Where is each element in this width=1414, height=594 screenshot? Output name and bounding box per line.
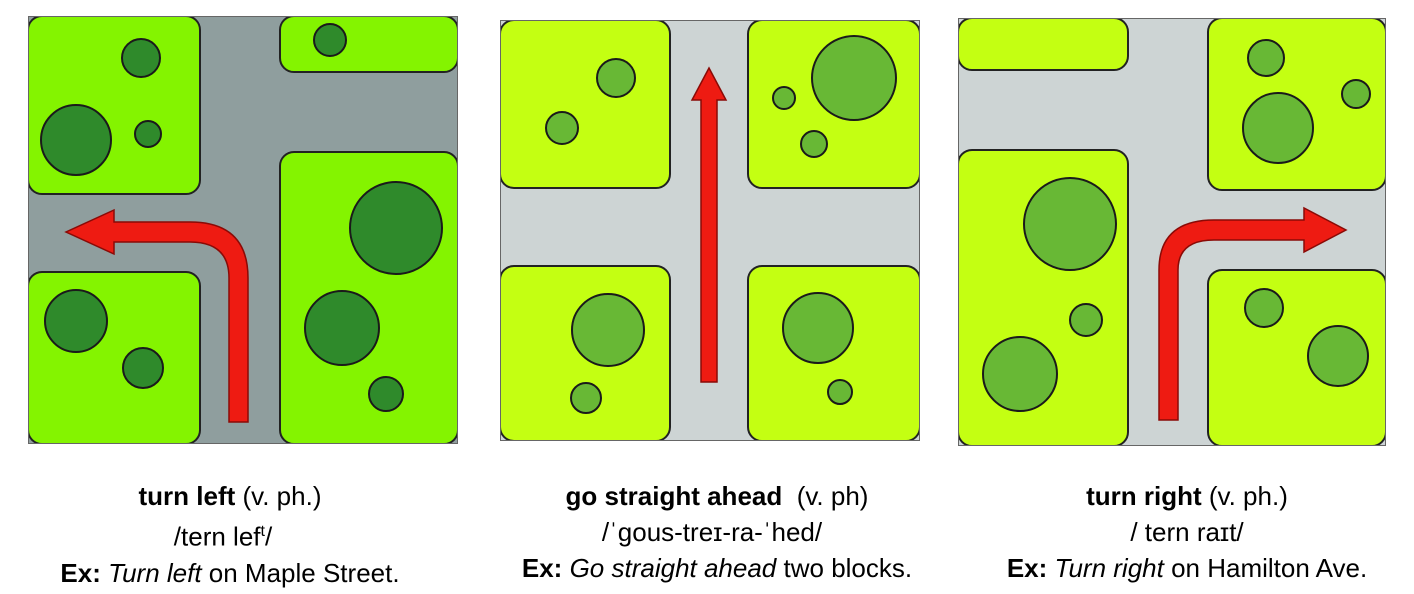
turn-right-caption: turn right (v. ph.) / tern raɪt/ Ex: Tur…	[964, 478, 1410, 586]
go-straight-illustration	[500, 20, 920, 441]
tree	[1023, 177, 1117, 271]
example-label: Ex:	[60, 557, 101, 588]
example-sentence: Ex: Turn left on Maple Street.	[20, 555, 440, 591]
tree	[349, 181, 443, 275]
tree	[811, 35, 897, 121]
term: go straight ahead	[565, 481, 783, 511]
tree	[121, 38, 161, 78]
turn-right-illustration	[958, 18, 1386, 446]
part-of-speech: (v. ph)	[782, 481, 869, 511]
part-of-speech: (v. ph.)	[1201, 481, 1288, 511]
go-straight-caption: go straight ahead (v. ph) /ˈgous-treɪ-ra…	[482, 478, 952, 586]
grass-block	[500, 20, 671, 189]
example-phrase: Turn right	[1054, 553, 1164, 583]
term: turn right	[1086, 481, 1202, 511]
tree	[1341, 79, 1371, 109]
tree	[44, 289, 108, 353]
example-rest: on Maple Street.	[201, 557, 400, 588]
grass-block	[28, 271, 201, 444]
example-label: Ex:	[521, 553, 563, 583]
straight-arrow	[690, 66, 728, 383]
tree	[782, 292, 854, 364]
term: turn left	[138, 481, 236, 511]
tree	[570, 382, 602, 414]
example-phrase: Turn left	[108, 557, 202, 588]
tree	[800, 130, 828, 158]
pronunciation: /ˈgous-treɪ-ra-ˈhed/	[601, 517, 823, 547]
example-rest: on Hamilton Ave.	[1163, 553, 1368, 583]
example-rest: two blocks.	[776, 553, 913, 583]
turn-left-illustration	[28, 16, 458, 444]
pronunciation: / tern raɪt/	[1130, 517, 1244, 547]
example-label: Ex:	[1006, 553, 1048, 583]
tree	[827, 379, 853, 405]
tree	[982, 336, 1058, 412]
pronunciation: /tern left/	[173, 521, 273, 552]
tree	[545, 111, 579, 145]
tree	[571, 293, 645, 367]
turn-left-caption: turn left (v. ph.) /tern left/ Ex: Turn …	[20, 478, 440, 591]
grass-block	[279, 16, 458, 73]
tree	[772, 86, 796, 110]
tree	[1242, 92, 1314, 164]
tree	[122, 347, 164, 389]
turn-left-arrow	[64, 208, 249, 423]
tree	[1069, 303, 1103, 337]
grass-block	[958, 18, 1129, 71]
turn-right-arrow	[1158, 206, 1348, 421]
tree	[134, 120, 162, 148]
tree	[40, 104, 112, 176]
part-of-speech: (v. ph.)	[235, 481, 322, 511]
tree	[1307, 325, 1369, 387]
term-line: go straight ahead (v. ph)	[482, 478, 952, 514]
tree	[368, 376, 404, 412]
term-line: turn left (v. ph.)	[20, 478, 440, 514]
tree	[304, 290, 380, 366]
tree	[1244, 288, 1284, 328]
tree	[1247, 39, 1285, 77]
tree	[313, 23, 347, 57]
example-sentence: Ex: Go straight ahead two blocks.	[482, 550, 952, 586]
tree	[596, 58, 636, 98]
term-line: turn right (v. ph.)	[964, 478, 1410, 514]
example-phrase: Go straight ahead	[569, 553, 777, 583]
example-sentence: Ex: Turn right on Hamilton Ave.	[964, 550, 1410, 586]
